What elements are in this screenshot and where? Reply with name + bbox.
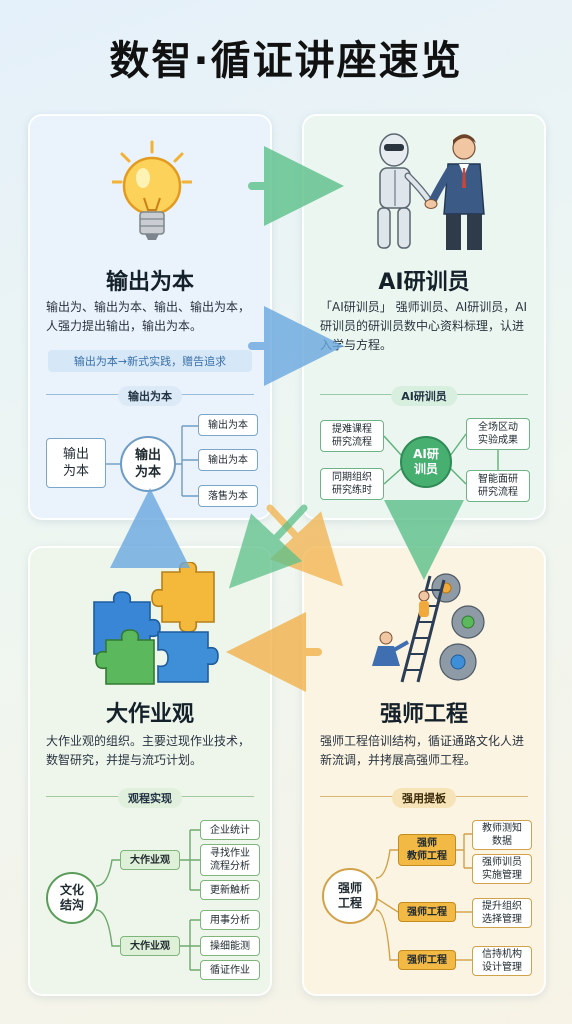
connector-lines xyxy=(375,833,472,961)
flow-box: 提难课程 研究流程 xyxy=(320,420,384,452)
panel-strong-teacher: 强师工程 强师工程倍训结构，循证通路文化人进新流调，并拷展高强师工程。 强用提板… xyxy=(302,546,546,996)
output-box: 输出 为本 xyxy=(46,438,106,488)
panel-title: 大作业观 xyxy=(105,702,194,727)
leaf-label: 寻找作业 流程分析 xyxy=(210,848,250,872)
panel-description: 强师工程倍训结构，循证通路文化人进新流调，并拷展高强师工程。 xyxy=(320,734,525,767)
branch-tag: 强师 教师工程 xyxy=(398,834,456,866)
leaf-box: 用事分析 xyxy=(200,910,260,930)
panel-output-based: 输出为本 输出为、输出为本、输出、输出为本，人强力提出输出，输出为本。 输出为本… xyxy=(28,114,272,520)
handshake-icon xyxy=(377,133,485,250)
leaf-label: 更新触析 xyxy=(210,884,250,896)
flow-box-label: 提难课程 研究流程 xyxy=(332,424,372,448)
connector-lines xyxy=(95,829,200,971)
branch-box: 落售为本 xyxy=(198,485,258,507)
panel-big-assignment: 大作业观 大作业观的组织。主要过现作业技术，数智研究，并提与流巧计划。 观程实现… xyxy=(28,546,272,996)
leaf-label: 操细能测 xyxy=(210,940,250,952)
leaf-box: 操细能测 xyxy=(200,936,260,956)
leaf-label: 强师训员 实施管理 xyxy=(482,857,522,881)
flow-box: 全场区动 实验成果 xyxy=(466,418,530,450)
connector-lines xyxy=(383,433,499,485)
root-node: 强师 工程 xyxy=(322,868,378,924)
leaf-label: 提升组织 选择管理 xyxy=(482,901,522,925)
lightbulb-icon xyxy=(112,140,192,240)
arrow-cross-2 xyxy=(228,504,308,589)
puzzle-icon xyxy=(93,562,219,685)
leaf-box: 企业统计 xyxy=(200,820,260,840)
page-title: 数智·循证讲座速览 xyxy=(109,38,463,84)
leaf-label: 用事分析 xyxy=(210,914,250,926)
flow-box: 智能面研 研究流程 xyxy=(466,470,530,502)
branch-tag: 大作业观 xyxy=(120,936,180,956)
leaf-box: 更新触析 xyxy=(200,880,260,900)
leaf-box: 教师测知 数据 xyxy=(472,820,532,850)
section-label: 强用提板 xyxy=(392,788,456,808)
leaf-box: 提升组织 选择管理 xyxy=(472,898,532,928)
section-label: 输出为本 xyxy=(118,386,182,406)
leaf-box: 信持机构 设计管理 xyxy=(472,946,532,976)
center-node: AI研 训员 xyxy=(400,436,452,488)
branch-box: 输出为本 xyxy=(198,449,258,471)
section-label: 观程实现 xyxy=(118,788,182,808)
root-node: 文化 结沟 xyxy=(46,872,98,924)
leaf-label: 循证作业 xyxy=(210,964,250,976)
leaf-box: 寻找作业 流程分析 xyxy=(200,844,260,876)
flow-box-label: 全场区动 实验成果 xyxy=(478,422,518,446)
ladder-gears-icon xyxy=(372,573,485,683)
flow-box: 同期组织 研究练时 xyxy=(320,468,384,500)
leaf-box: 循证作业 xyxy=(200,960,260,980)
leaf-box: 强师训员 实施管理 xyxy=(472,854,532,884)
panel-title: AI研训员 xyxy=(378,270,470,295)
highlight-bar: 输出为本→新式实践，赠告追求 xyxy=(48,350,252,372)
branch-tag: 强师工程 xyxy=(398,902,456,922)
panel-description: 大作业观的组织。主要过现作业技术，数智研究，并提与流巧计划。 xyxy=(46,734,251,767)
flow-box-label: 同期组织 研究练时 xyxy=(332,472,372,496)
flow-box-label: 智能面研 研究流程 xyxy=(478,474,518,498)
panel-description: 输出为、输出为本、输出、输出为本，人强力提出输出，输出为本。 xyxy=(46,300,251,333)
panel-title: 输出为本 xyxy=(105,270,194,295)
leaf-label: 教师测知 数据 xyxy=(482,823,522,847)
branch-box: 输出为本 xyxy=(198,414,258,436)
leaf-label: 企业统计 xyxy=(210,824,250,836)
branch-tag: 大作业观 xyxy=(120,850,180,870)
leaf-label: 信持机构 设计管理 xyxy=(482,949,522,973)
branch-tag: 强师工程 xyxy=(398,950,456,970)
section-label: AI研训员 xyxy=(391,386,457,406)
panel-title: 强师工程 xyxy=(379,702,468,727)
